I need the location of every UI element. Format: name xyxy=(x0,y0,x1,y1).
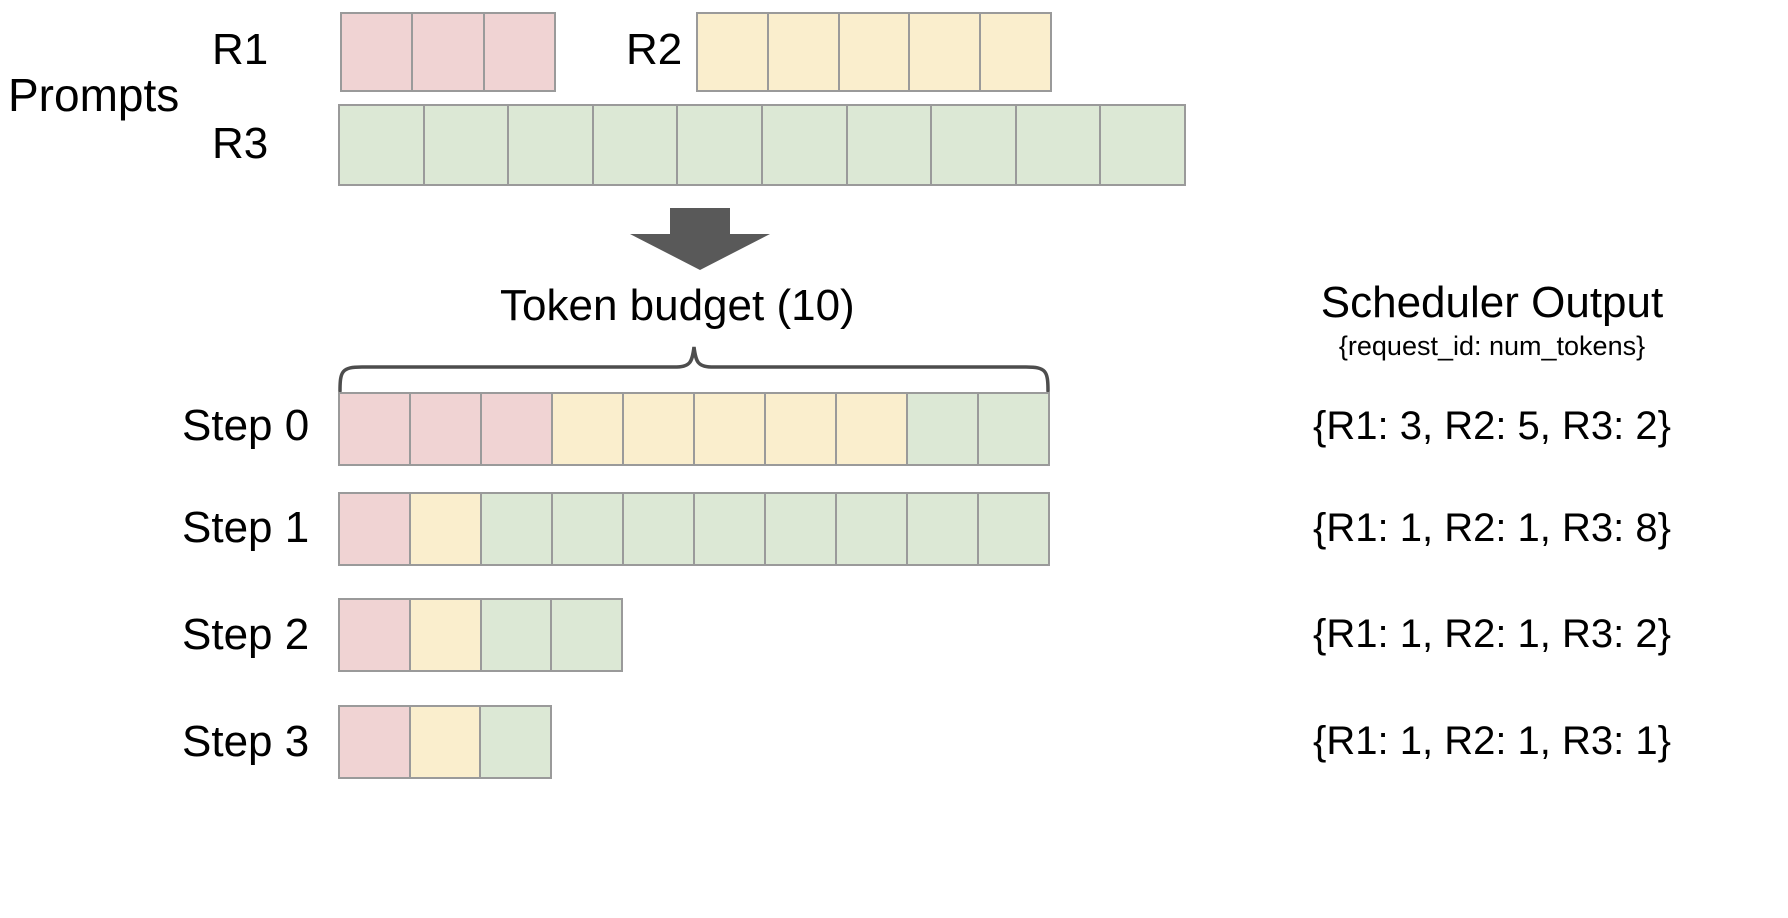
step-0-token-cell xyxy=(908,394,979,464)
prompt-r1-token-cell xyxy=(413,14,485,90)
prompt-label-r1: R1 xyxy=(212,25,269,74)
scheduler-output-3: {R1: 1, R2: 1, R3: 1} xyxy=(1313,719,1671,763)
step-strip-2 xyxy=(338,598,623,672)
step-0-token-cell xyxy=(553,394,624,464)
step-3-token-cell xyxy=(340,707,411,777)
step-3-token-cell xyxy=(410,707,482,777)
prompt-r1-token-cell xyxy=(484,14,554,90)
prompt-r2-token-cell xyxy=(698,14,769,90)
prompt-r2-token-cell xyxy=(839,14,911,90)
step-0-token-cell xyxy=(624,394,695,464)
step-1-token-cell xyxy=(766,494,837,564)
step-strip-0 xyxy=(338,392,1050,466)
step-0-token-cell xyxy=(340,394,411,464)
prompt-r3-token-cell xyxy=(1101,106,1184,184)
scheduler-output-0: {R1: 3, R2: 5, R3: 2} xyxy=(1313,404,1671,448)
step-1-token-cell xyxy=(624,494,695,564)
step-label-0: Step 0 xyxy=(182,401,310,450)
step-label-1: Step 1 xyxy=(182,503,310,552)
step-2-token-cell xyxy=(410,600,482,670)
step-0-token-cell xyxy=(411,394,482,464)
step-0-token-cell xyxy=(695,394,766,464)
prompt-r3-token-cell xyxy=(509,106,594,184)
step-1-token-cell xyxy=(837,494,908,564)
scheduler-output-subtitle: {request_id: num_tokens} xyxy=(1338,331,1646,361)
step-1-token-cell xyxy=(695,494,766,564)
prompt-r2-token-cell xyxy=(981,14,1050,90)
scheduler-output-1: {R1: 1, R2: 1, R3: 8} xyxy=(1313,506,1671,550)
step-0-token-cell xyxy=(766,394,837,464)
prompt-r3-token-cell xyxy=(762,106,848,184)
step-1-token-cell xyxy=(979,494,1048,564)
prompt-r3-token-cell xyxy=(932,106,1017,184)
prompt-r3-token-cell xyxy=(847,106,933,184)
prompt-r1-token-cell xyxy=(342,14,414,90)
step-strip-1 xyxy=(338,492,1050,566)
scheduler-output-2: {R1: 1, R2: 1, R3: 2} xyxy=(1313,612,1671,656)
prompt-strip-r3 xyxy=(338,104,1186,186)
prompt-r3-token-cell xyxy=(678,106,763,184)
step-2-token-cell xyxy=(481,600,553,670)
step-1-token-cell xyxy=(908,494,979,564)
step-2-token-cell xyxy=(552,600,621,670)
step-strip-3 xyxy=(338,705,552,779)
step-0-token-cell xyxy=(482,394,553,464)
scheduler-output-title: Scheduler Output xyxy=(1320,278,1664,327)
prompt-r3-token-cell xyxy=(593,106,679,184)
token-budget-label: Token budget (10) xyxy=(500,281,855,330)
prompt-r3-token-cell xyxy=(1016,106,1102,184)
step-label-2: Step 2 xyxy=(182,610,310,659)
step-label-3: Step 3 xyxy=(182,717,310,766)
prompts-section-label: Prompts xyxy=(8,69,180,121)
step-3-token-cell xyxy=(481,707,551,777)
prompt-label-r3: R3 xyxy=(212,119,269,168)
prompt-r3-token-cell xyxy=(424,106,510,184)
step-1-token-cell xyxy=(482,494,553,564)
step-1-token-cell xyxy=(553,494,624,564)
prompt-r2-token-cell xyxy=(768,14,840,90)
prompt-r3-token-cell xyxy=(340,106,425,184)
prompt-r2-token-cell xyxy=(910,14,982,90)
step-1-token-cell xyxy=(340,494,411,564)
down-arrow-icon xyxy=(630,208,770,275)
step-1-token-cell xyxy=(411,494,482,564)
prompt-strip-r1 xyxy=(340,12,556,92)
token-budget-brace xyxy=(338,345,1050,393)
prompt-strip-r2 xyxy=(696,12,1052,92)
step-0-token-cell xyxy=(979,394,1048,464)
prompt-label-r2: R2 xyxy=(626,25,683,74)
step-0-token-cell xyxy=(837,394,908,464)
step-2-token-cell xyxy=(340,600,411,670)
